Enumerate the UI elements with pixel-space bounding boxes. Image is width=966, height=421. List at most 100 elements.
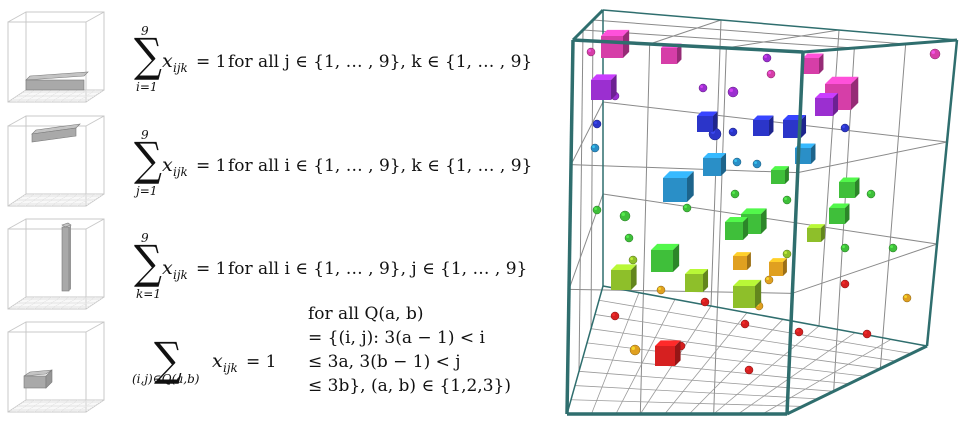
- sphere-highlight: [784, 251, 787, 255]
- grid-line: [797, 141, 948, 174]
- grid-line: [578, 29, 584, 372]
- cube-marker-front: [591, 80, 611, 100]
- cube-edge: [566, 285, 604, 415]
- cube-marker-top: [733, 252, 751, 256]
- cube-marker-front: [753, 120, 769, 136]
- equation-condition: for all i ∈ {1, … , 9}, j ∈ {1, … , 9}: [228, 259, 528, 279]
- cube-edge: [925, 39, 959, 347]
- sum-lower-limit: k=1: [136, 287, 161, 301]
- condition-line-4: ≤ 3b}, (a, b) ∈ {1,2,3}): [308, 376, 511, 396]
- grid-line: [713, 47, 727, 415]
- condition-line-2: = {(i, j): 3(a − 1) < i: [308, 328, 485, 348]
- sphere-highlight: [734, 159, 737, 163]
- cube-marker-top: [769, 258, 787, 262]
- sphere-marker: [840, 123, 850, 133]
- sphere-marker: [762, 53, 772, 63]
- sphere-highlight: [684, 205, 687, 209]
- cube-marker-top: [829, 203, 850, 208]
- grid-line: [602, 193, 938, 245]
- cube-marker-front: [733, 286, 755, 308]
- sphere-marker: [782, 249, 792, 259]
- grid-line: [570, 101, 604, 165]
- sphere-marker: [929, 48, 941, 60]
- cube-marker-side: [811, 143, 816, 164]
- cube-marker-top: [733, 279, 762, 286]
- cube-marker-top: [815, 92, 839, 98]
- cube-marker-side: [755, 279, 762, 308]
- sum-lower-limit: j=1: [136, 184, 158, 198]
- sphere-highlight: [631, 346, 635, 350]
- cube-marker-top: [663, 171, 694, 178]
- grid-line: [592, 19, 906, 45]
- floor-grid-line: [713, 325, 820, 415]
- cube-marker-front: [803, 58, 819, 74]
- summation-symbol: ∑: [154, 332, 182, 386]
- floor-grid-line: [737, 332, 856, 415]
- sphere-marker: [752, 159, 762, 169]
- sphere-highlight: [842, 281, 845, 284]
- grid-line: [639, 43, 651, 415]
- variable-x: x: [162, 154, 173, 176]
- sphere-highlight: [864, 331, 867, 334]
- cube-marker-top: [591, 74, 617, 80]
- sphere-marker: [682, 203, 692, 213]
- sphere-marker: [766, 69, 776, 79]
- variable-subscript: ijk: [173, 165, 188, 179]
- cube-marker-side: [687, 171, 694, 202]
- sphere-marker: [727, 86, 739, 98]
- sphere-marker: [698, 83, 708, 93]
- sphere-marker: [862, 329, 872, 339]
- cube-marker-top: [655, 340, 681, 346]
- sphere-highlight: [868, 191, 871, 195]
- sphere-marker: [592, 119, 602, 129]
- cube-marker-top: [611, 264, 637, 270]
- equation-rhs: = 1: [196, 259, 227, 279]
- cube-edge: [785, 51, 805, 415]
- sphere-marker: [656, 285, 666, 295]
- sphere-highlight: [612, 313, 615, 316]
- cube-edge: [572, 38, 804, 54]
- variable-subscript: ijk: [173, 268, 188, 282]
- sum-upper-limit: 9: [141, 231, 149, 245]
- floor-grid-line: [578, 370, 834, 392]
- floor-grid-line: [594, 314, 896, 362]
- cube-edge: [602, 9, 958, 41]
- sphere-highlight: [630, 257, 633, 260]
- cube-edge: [802, 38, 958, 54]
- cube-marker-front: [771, 170, 785, 184]
- cube-marker-side: [721, 152, 727, 176]
- cube-marker-top: [651, 243, 680, 250]
- sphere-highlight: [768, 71, 771, 74]
- sphere-highlight: [700, 85, 703, 88]
- cube-marker-front: [661, 48, 677, 64]
- condition-line-3: ≤ 3a, 3(b − 1) < j: [308, 352, 461, 372]
- equation-rhs: = 1: [196, 156, 227, 176]
- sphere-marker: [902, 293, 912, 303]
- constraint-thumbnail-row-bar: [4, 8, 108, 106]
- equation-condition: for all j ∈ {1, … , 9}, k ∈ {1, … , 9}: [228, 52, 533, 72]
- cube-marker-top: [685, 268, 709, 274]
- sphere-marker: [866, 189, 876, 199]
- cube-marker-top: [803, 53, 824, 58]
- sphere-marker: [629, 344, 641, 356]
- grid-line: [879, 43, 907, 369]
- floor-grid-line: [570, 399, 803, 407]
- constraint-thumbnail-block-slab: [4, 318, 108, 416]
- cube-marker-side: [713, 111, 718, 132]
- floor-grid-line: [615, 299, 676, 415]
- grid-line: [818, 29, 840, 327]
- sphere-marker: [744, 365, 754, 375]
- cube-marker-front: [807, 228, 821, 242]
- floor-grid-line: [762, 338, 892, 415]
- cube-marker-front: [839, 182, 855, 198]
- cube-marker-side: [703, 268, 709, 292]
- cube-marker-side: [821, 224, 825, 242]
- cube-marker-side: [769, 115, 774, 136]
- sum-lower-limit: (i,j)∈Q(a,b): [132, 372, 200, 386]
- sphere-marker: [728, 127, 738, 137]
- cube-marker-front: [783, 120, 801, 138]
- cube-marker-side: [845, 203, 850, 224]
